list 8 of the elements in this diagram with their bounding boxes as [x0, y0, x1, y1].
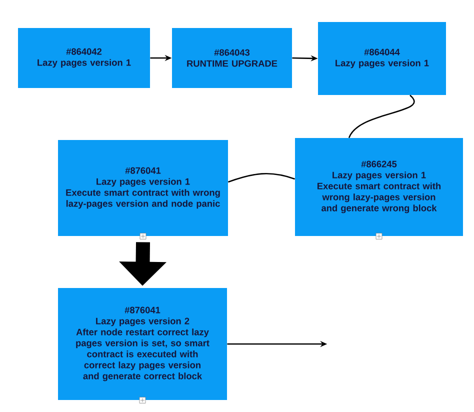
connector-line	[348, 94, 415, 138]
process-box: #864042 Lazy pages version 1	[18, 28, 150, 88]
process-box: #876041 Lazy pages version 1 Execute smart contract with wrong lazy-pages version and node panic	[58, 140, 228, 236]
process-box: #866245 Lazy pages version 1 Execute smart contract with wrong lazy-pages version and generate wrong block	[295, 138, 463, 236]
process-box: #864043 RUNTIME UPGRADE	[172, 28, 292, 88]
connector-line	[228, 173, 295, 183]
process-box: #864044 Lazy pages version 1	[318, 22, 446, 95]
process-box: #876041 Lazy pages version 2 After node restart correct lazy pages version is set, so smart contract is executed with correct lazy pages version and generate correct block	[58, 288, 227, 400]
